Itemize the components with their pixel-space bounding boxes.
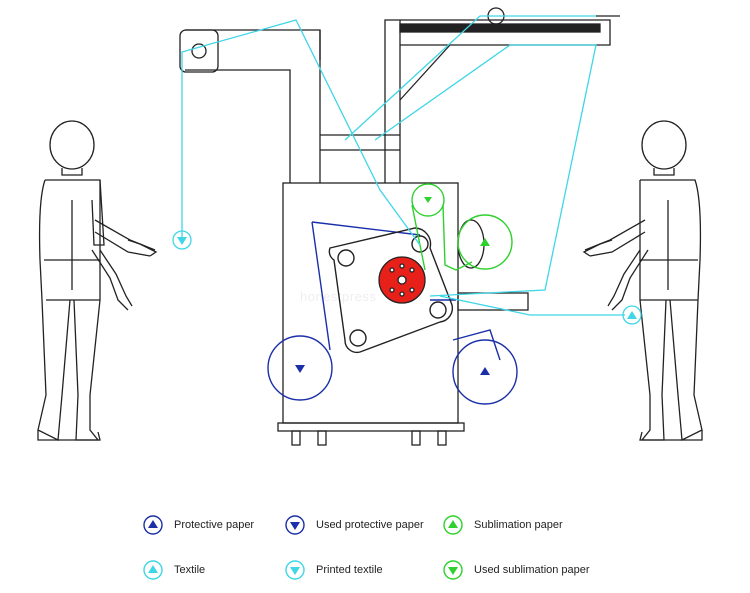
triangle-up-icon [143, 560, 163, 580]
legend-label: Used protective paper [316, 519, 424, 531]
legend-item-sublimation-paper: Sublimation paper [442, 514, 563, 536]
legend-label: Protective paper [174, 519, 255, 531]
protective-paper-path [267, 221, 518, 405]
right-operator-figure [582, 120, 703, 442]
legend: Protective paper Used protective paper S… [0, 500, 750, 593]
machine-frame [179, 7, 620, 446]
legend-label: Textile [174, 564, 206, 576]
legend-label: Used sublimation paper [474, 564, 590, 576]
legend-item-used-sublimation-paper: Used sublimation paper [442, 559, 590, 581]
calender-machine-diagram [37, 7, 703, 446]
triangle-down-icon [285, 560, 305, 580]
triangle-up-icon [143, 515, 163, 535]
heat-belt [328, 227, 454, 354]
triangle-up-icon [443, 515, 463, 535]
watermark-text: honestpress [300, 289, 377, 304]
legend-label: Printed textile [316, 564, 383, 576]
path-direction-markers [172, 197, 642, 375]
sublimation-paper-path [411, 183, 513, 271]
heat-drum [378, 256, 426, 304]
textile-path [181, 15, 625, 316]
triangle-down-icon [443, 560, 463, 580]
legend-item-textile: Textile [142, 559, 205, 581]
legend-item-printed-textile: Printed textile [284, 559, 383, 581]
legend-label: Sublimation paper [474, 519, 563, 531]
legend-item-used-protective-paper: Used protective paper [284, 514, 424, 536]
legend-item-protective-paper: Protective paper [142, 514, 254, 536]
left-operator-figure [37, 120, 158, 442]
triangle-down-icon [285, 515, 305, 535]
